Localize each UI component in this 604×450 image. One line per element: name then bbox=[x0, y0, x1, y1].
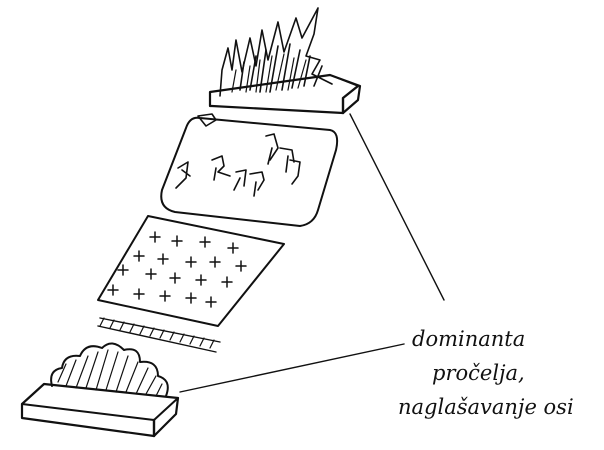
annotation-line-1: dominanta bbox=[390, 322, 598, 356]
park-area bbox=[161, 114, 337, 226]
annotation-line-3: naglašavanje osi bbox=[390, 390, 598, 424]
annotation-line-2: pročelja, bbox=[390, 356, 598, 390]
top-block bbox=[210, 8, 360, 113]
handwritten-annotation: dominanta pročelja, naglašavanje osi bbox=[390, 322, 598, 424]
bottom-block bbox=[22, 343, 178, 436]
cross-grid-area bbox=[98, 216, 284, 326]
